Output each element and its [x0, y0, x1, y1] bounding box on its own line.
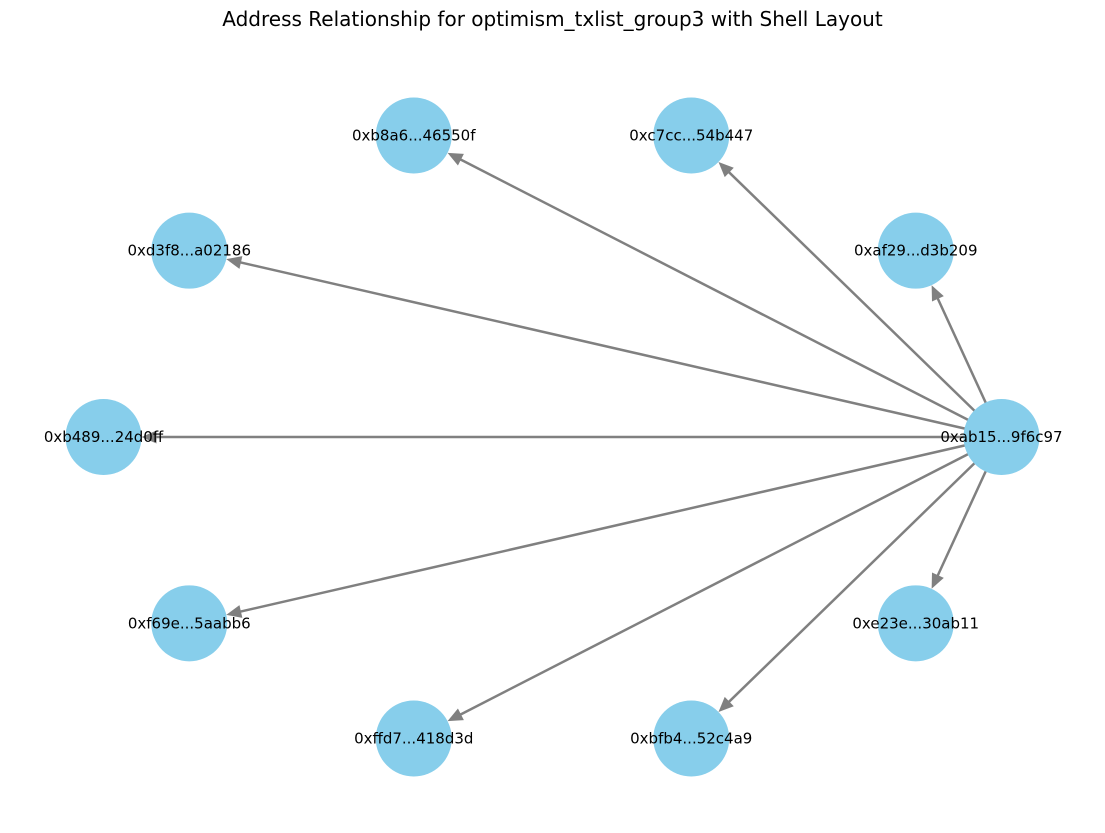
graph-title: Address Relationship for optimism_txlist…: [222, 7, 883, 31]
edge-arrowhead: [141, 430, 157, 444]
edge-arrowhead: [718, 161, 734, 178]
edge-line: [726, 436, 1003, 704]
edge-line: [458, 435, 1003, 717]
edge-line: [726, 170, 1003, 438]
labels-layer: 0xab15...9f6c97 0xaf29...d3b209 0xc7cc...5…: [44, 127, 1063, 748]
graph-node: [151, 585, 228, 662]
nodes-layer: [65, 97, 1040, 777]
graph-node: [877, 585, 954, 662]
node-label: 0xc7cc...54b447: [629, 127, 753, 145]
edge-arrowhead: [931, 285, 944, 302]
edge-arrowhead: [226, 256, 243, 269]
graph-node: [877, 212, 954, 289]
edge-line: [238, 260, 1002, 439]
node-label: 0xd3f8...a02186: [127, 242, 251, 260]
graph-node: [375, 97, 452, 174]
node-label: 0xaf29...d3b209: [854, 242, 978, 260]
graph-node: [963, 399, 1040, 475]
edge-line: [458, 157, 1003, 439]
edge-arrowhead: [447, 708, 464, 722]
graph-node: [151, 212, 228, 289]
node-label: 0xb489...24d0ff: [44, 428, 164, 446]
node-label: 0xab15...9f6c97: [940, 428, 1062, 446]
edge-arrowhead: [447, 152, 464, 166]
edge-arrowhead: [931, 572, 944, 589]
edge-line: [238, 435, 1002, 614]
edges-layer: [141, 152, 1003, 722]
edge-arrowhead: [226, 605, 243, 618]
graph-node: [653, 700, 730, 777]
node-label: 0xe23e...30ab11: [852, 614, 979, 632]
node-label: 0xbfb4...52c4a9: [630, 729, 752, 747]
node-label: 0xf69e...5aabb6: [128, 614, 251, 632]
graph-node: [375, 700, 452, 777]
node-label: 0xb8a6...46550f: [352, 127, 476, 145]
graph-node: [653, 97, 730, 174]
edge-arrowhead: [718, 696, 734, 713]
node-label: 0xffd7...418d3d: [354, 729, 473, 747]
graph-node: [65, 399, 142, 475]
